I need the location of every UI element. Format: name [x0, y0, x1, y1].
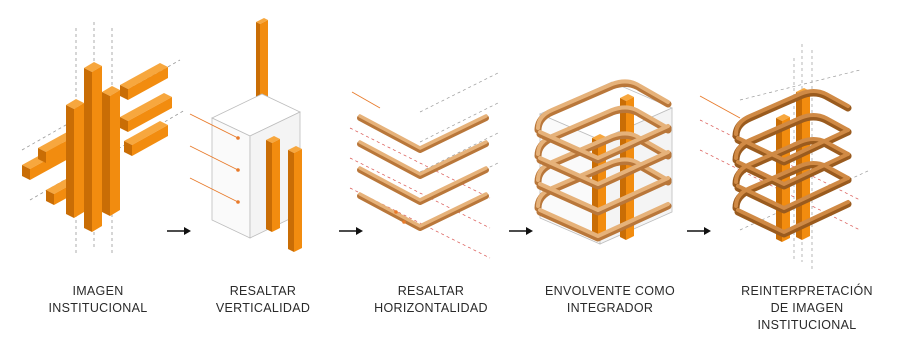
arrow-right-icon — [167, 227, 191, 235]
arrow-right-icon — [509, 227, 533, 235]
step-4-drawing — [534, 79, 673, 245]
arrow-right-icon — [687, 227, 711, 235]
label-line: INSTITUCIONAL — [48, 301, 148, 315]
label-line: INSTITUCIONAL — [757, 318, 857, 332]
label-line: RESALTAR — [397, 284, 465, 298]
step-1-drawing — [21, 22, 186, 256]
step-label-imagen-institucional: IMAGEN INSTITUCIONAL — [18, 283, 178, 317]
label-line: IMAGEN — [72, 284, 124, 298]
step-label-resaltar-verticalidad: RESALTAR VERTICALIDAD — [188, 283, 338, 317]
step-3-drawing — [349, 71, 501, 259]
label-line: VERTICALIDAD — [215, 301, 311, 315]
arrow-right-icon — [339, 227, 363, 235]
step-label-resaltar-horizontalidad: RESALTAR HORIZONTALIDAD — [356, 283, 506, 317]
step-2-drawing — [189, 18, 302, 252]
step-5-drawing — [699, 44, 871, 270]
step-label-reinterpretacion: REINTERPRETACIÓN DE IMAGEN INSTITUCIONAL — [722, 283, 892, 334]
step-label-envolvente-como-integrador: ENVOLVENTE COMO INTEGRADOR — [530, 283, 690, 317]
label-line: REINTERPRETACIÓN — [741, 284, 873, 298]
label-line: INTEGRADOR — [566, 301, 654, 315]
label-line: ENVOLVENTE COMO — [545, 284, 675, 298]
label-line: HORIZONTALIDAD — [374, 301, 488, 315]
label-line: DE IMAGEN — [770, 301, 844, 315]
label-line: RESALTAR — [229, 284, 297, 298]
